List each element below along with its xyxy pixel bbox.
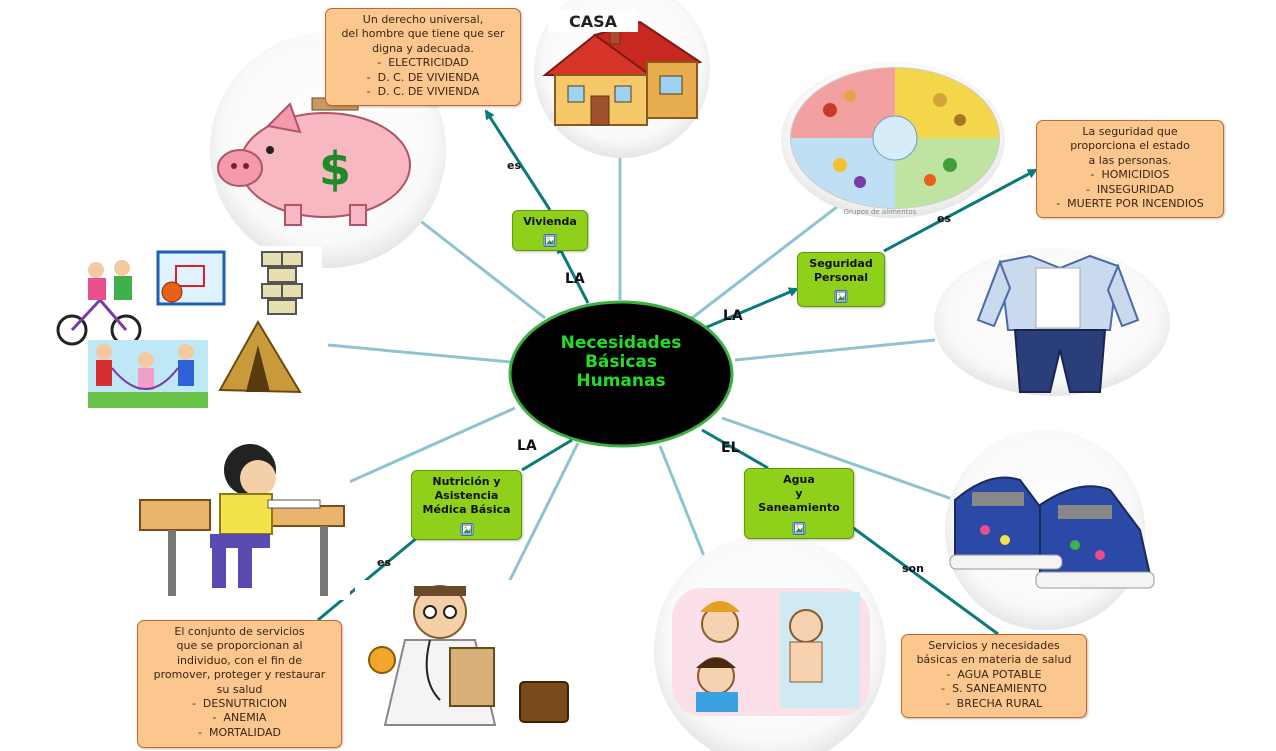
image-link-icon[interactable] <box>543 234 557 247</box>
node-vivienda[interactable]: Vivienda <box>512 210 588 251</box>
house-sign-text: CASA <box>569 12 618 31</box>
note-line: - INSEGURIDAD <box>1085 182 1175 196</box>
central-topic-ellipse[interactable] <box>508 300 734 448</box>
note-line: - ANEMIA <box>212 711 267 725</box>
note-line: Un derecho universal, <box>362 13 484 26</box>
note-line: - ELECTRICIDAD <box>377 56 469 70</box>
node-vivienda-label: Vivienda <box>523 215 577 228</box>
connector-label-agua-son: son <box>902 562 924 575</box>
note-line: básicas en materia de salud <box>916 653 1072 667</box>
note-line: - HOMICIDIOS <box>1090 168 1170 182</box>
note-seguridad: La seguridad que proporciona el estado a… <box>1036 120 1224 218</box>
note-line: digna y adecuada. <box>372 41 474 55</box>
note-line: - DESNUTRICION <box>191 697 288 711</box>
sneakers-picture <box>945 430 1155 630</box>
note-agua: Servicios y necesidades básicas en mater… <box>901 634 1087 718</box>
connector-label-agua-el: EL <box>721 440 740 456</box>
note-line: proporciona el estado <box>1070 139 1190 153</box>
node-nutricion-label: Nutrición y Asistencia Médica Básica <box>422 475 511 516</box>
note-line: - D. C. DE VIVIENDA <box>366 70 480 84</box>
baby-clothes-picture <box>934 248 1170 396</box>
connector-label-vivienda-es: es <box>507 159 522 172</box>
note-line: que se proporcionan al <box>176 639 303 653</box>
note-line: - D. C. DE VIVIENDA <box>366 85 480 99</box>
note-line: - MUERTE POR INCENDIOS <box>1056 197 1204 211</box>
node-agua-saneamiento[interactable]: Agua y Saneamiento <box>744 468 854 539</box>
note-nutricion: El conjunto de servicios que se proporci… <box>137 620 342 748</box>
children-playing-picture <box>52 246 322 412</box>
central-topic-title: Necesidades Básicas Humanas <box>560 333 682 391</box>
hygiene-kids-picture <box>654 534 886 751</box>
node-nutricion[interactable]: Nutrición y Asistencia Médica Básica <box>411 470 522 540</box>
note-line: promover, proteger y restaurar <box>153 668 326 682</box>
doctor-picture <box>355 580 580 730</box>
note-line: del hombre que tiene que ser <box>341 27 505 41</box>
student-desk-picture <box>135 440 350 600</box>
note-vivienda: Un derecho universal, del hombre que tie… <box>325 8 521 106</box>
note-line: - BRECHA RURAL <box>945 696 1043 710</box>
image-link-icon[interactable] <box>460 523 473 536</box>
note-line: La seguridad que <box>1082 125 1178 138</box>
note-line: - AGUA POTABLE <box>946 667 1042 681</box>
house-picture: CASA <box>534 0 710 158</box>
connector-label-nutricion-la: LA <box>517 438 537 454</box>
note-line: - S. SANEAMIENTO <box>941 682 1047 696</box>
picture-spokes <box>327 150 956 581</box>
note-line: El conjunto de servicios <box>174 625 305 638</box>
node-agua-label: Agua y Saneamiento <box>758 473 840 514</box>
image-link-icon[interactable] <box>792 522 806 535</box>
connector-label-nutricion-es: es <box>377 556 392 569</box>
connector-arrows <box>317 109 1038 636</box>
plate-caption: Grupos de alimentos <box>844 208 917 216</box>
node-seguridad-label: Seguridad Personal <box>809 257 873 284</box>
image-link-icon[interactable] <box>834 290 848 303</box>
note-line: a las personas. <box>1088 153 1172 167</box>
note-line: Servicios y necesidades <box>928 639 1060 652</box>
note-line: individuo, con el fin de <box>176 653 303 667</box>
connector-label-seguridad-la: LA <box>723 308 743 324</box>
note-line: su salud <box>216 682 263 696</box>
connector-label-vivienda-la: LA <box>565 271 585 287</box>
connector-label-seguridad-es: es <box>937 212 952 225</box>
svg-text:$: $ <box>319 142 351 196</box>
food-plate-picture: Grupos de alimentos <box>781 62 1005 218</box>
node-seguridad-personal[interactable]: Seguridad Personal <box>797 252 885 307</box>
note-line: - MORTALIDAD <box>198 725 281 739</box>
